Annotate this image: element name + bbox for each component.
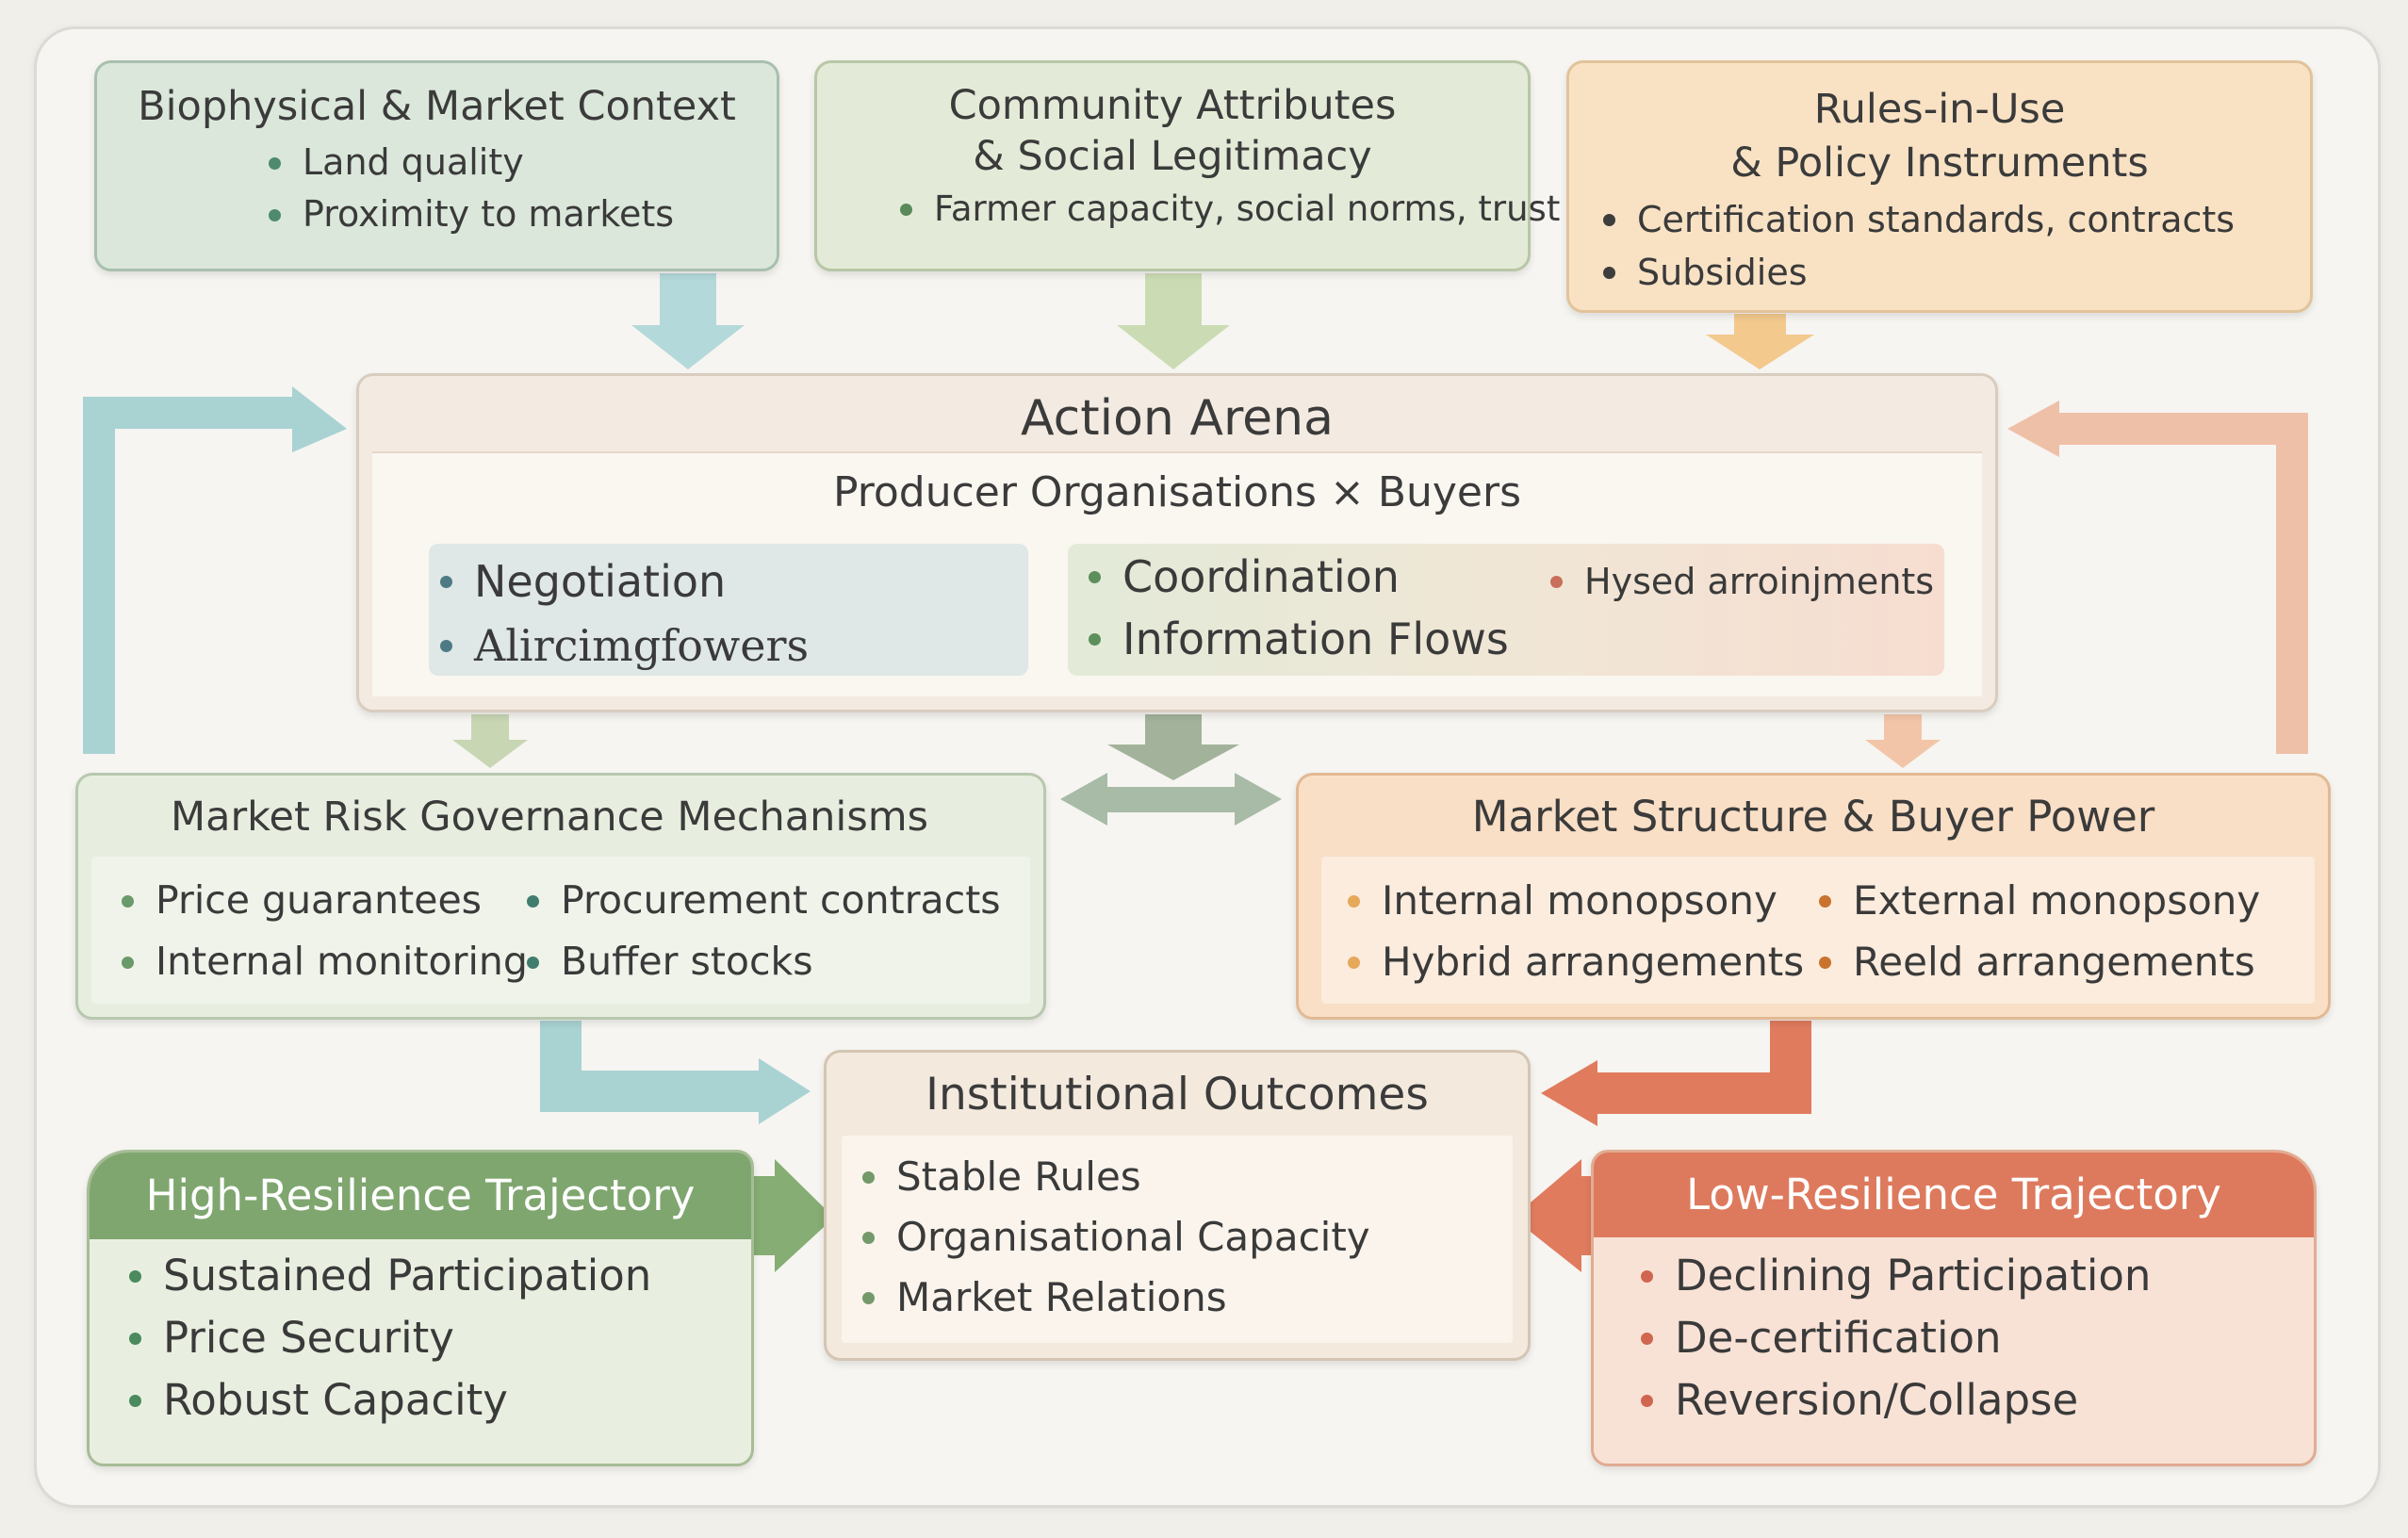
outcomes-title: Institutional Outcomes xyxy=(926,1069,1429,1121)
rules-title-line2: & Policy Instruments xyxy=(1730,139,2149,187)
market-structure-inner xyxy=(1321,857,2315,1004)
high-resilience-item: Robust Capacity xyxy=(118,1369,751,1432)
action-arena-right-list: Coordination Information Flows xyxy=(1077,546,1509,670)
outcomes-item: Market Relations xyxy=(851,1268,1370,1328)
outcomes-item: Organisational Capacity xyxy=(851,1207,1370,1268)
outcomes-item: Stable Rules xyxy=(851,1147,1370,1207)
high-resilience-header: High-Resilience Trajectory xyxy=(90,1153,751,1239)
arrow-governance-to-outcomes xyxy=(540,1021,759,1112)
arrow-arena-to-governance xyxy=(452,714,528,768)
market-structure-list-right: External monopsony Reeld arrangements xyxy=(1808,870,2260,992)
high-resilience-item: Price Security xyxy=(118,1307,751,1369)
high-resilience-title: High-Resilience Trajectory xyxy=(145,1170,696,1220)
high-resilience-item: Sustained Participation xyxy=(118,1245,751,1307)
action-arena-left-item: Negotiation xyxy=(429,549,809,614)
community-item: Farmer capacity, social norms, trust xyxy=(889,184,1560,235)
low-resilience-list: Declining Participation De-certification… xyxy=(1630,1245,2314,1432)
action-arena-right-item: Coordination xyxy=(1077,546,1509,608)
arrow-market-to-outcomes xyxy=(1597,1021,1811,1114)
action-arena-right-extra: Hysed arroinjments xyxy=(1539,553,1934,610)
low-resilience-item: Reversion/Collapse xyxy=(1630,1369,2314,1432)
rules-item: Certification standards, contracts xyxy=(1592,193,2310,246)
market-structure-box: Market Structure & Buyer Power Internal … xyxy=(1296,773,2331,1020)
community-title-line1: Community Attributes xyxy=(948,82,1397,129)
outcomes-box: Institutional Outcomes Stable Rules Orga… xyxy=(824,1050,1531,1361)
governance-item: Procurement contracts xyxy=(516,870,1001,931)
arrow-context-to-arena xyxy=(631,273,745,369)
rules-item: Subsidies xyxy=(1592,246,2310,299)
rules-list: Certification standards, contracts Subsi… xyxy=(1592,193,2310,299)
low-resilience-item: Declining Participation xyxy=(1630,1245,2314,1307)
low-resilience-title: Low-Resilience Trajectory xyxy=(1686,1170,2221,1219)
low-resilience-header: Low-Resilience Trajectory xyxy=(1594,1153,2314,1237)
context-item: Proximity to markets xyxy=(257,188,777,240)
community-list: Farmer capacity, social norms, trust xyxy=(889,184,1560,235)
governance-list-left: Price guarantees Internal monitoring xyxy=(110,870,528,992)
action-arena-box: Action Arena Producer Organisations × Bu… xyxy=(356,373,1998,712)
arrow-low-to-outcomes xyxy=(1513,1159,1602,1272)
community-box: Community Attributes & Social Legitimacy… xyxy=(814,60,1560,271)
context-item: Land quality xyxy=(257,137,777,188)
market-structure-item: External monopsony xyxy=(1808,870,2260,931)
arrow-feedback-left xyxy=(83,397,292,754)
action-arena-right-extra-list: Hysed arroinjments xyxy=(1539,553,1934,610)
arrow-governance-market-link xyxy=(1060,773,1282,826)
action-arena-title: Action Arena xyxy=(1020,390,1334,447)
market-structure-list-left: Internal monopsony Hybrid arrangements xyxy=(1336,870,1804,992)
governance-item: Price guarantees xyxy=(110,870,528,931)
outcomes-inner xyxy=(842,1136,1513,1343)
market-structure-title: Market Structure & Buyer Power xyxy=(1471,792,2155,842)
low-resilience-item: De-certification xyxy=(1630,1307,2314,1369)
market-structure-item: Hybrid arrangements xyxy=(1336,931,1804,992)
governance-item: Internal monitoring xyxy=(110,931,528,992)
arrow-rules-to-arena xyxy=(1706,314,1814,369)
arrow-feedback-right xyxy=(2059,413,2308,754)
high-resilience-box: High-Resilience Trajectory Sustained Par… xyxy=(87,1150,754,1466)
governance-inner xyxy=(91,857,1030,1004)
governance-title: Market Risk Governance Mechanisms xyxy=(171,794,929,841)
action-arena-subtitle: Producer Organisations × Buyers xyxy=(832,468,1522,516)
action-arena-right-item: Information Flows xyxy=(1077,608,1509,670)
arrow-arena-to-market xyxy=(1865,714,1941,768)
market-structure-item: Reeld arrangements xyxy=(1808,931,2260,992)
context-list: Land quality Proximity to markets xyxy=(257,137,777,240)
rules-box: Rules-in-Use & Policy Instruments Certif… xyxy=(1566,60,2313,313)
arrow-high-to-outcomes xyxy=(754,1159,834,1272)
action-arena-left-item: Alircimgfowers xyxy=(429,614,809,678)
governance-box: Market Risk Governance Mechanisms Price … xyxy=(75,773,1046,1020)
action-arena-divider xyxy=(372,451,1982,453)
high-resilience-list: Sustained Participation Price Security R… xyxy=(118,1245,751,1432)
low-resilience-box: Low-Resilience Trajectory Declining Part… xyxy=(1591,1150,2317,1466)
community-title-line2: & Social Legitimacy xyxy=(973,133,1372,180)
action-arena-left-list: Negotiation Alircimgfowers xyxy=(429,549,809,678)
action-arena-left-panel: Negotiation Alircimgfowers xyxy=(429,544,1028,676)
governance-item: Buffer stocks xyxy=(516,931,1001,992)
arrow-arena-center xyxy=(1107,714,1239,780)
context-title: Biophysical & Market Context xyxy=(138,83,736,130)
arrow-community-to-arena xyxy=(1117,273,1230,369)
rules-title-line1: Rules-in-Use xyxy=(1813,86,2066,133)
context-box: Biophysical & Market Context Land qualit… xyxy=(94,60,779,271)
governance-list-right: Procurement contracts Buffer stocks xyxy=(516,870,1001,992)
market-structure-item: Internal monopsony xyxy=(1336,870,1804,931)
outcomes-list: Stable Rules Organisational Capacity Mar… xyxy=(851,1147,1370,1328)
action-arena-right-panel: Coordination Information Flows Hysed arr… xyxy=(1068,544,1944,676)
